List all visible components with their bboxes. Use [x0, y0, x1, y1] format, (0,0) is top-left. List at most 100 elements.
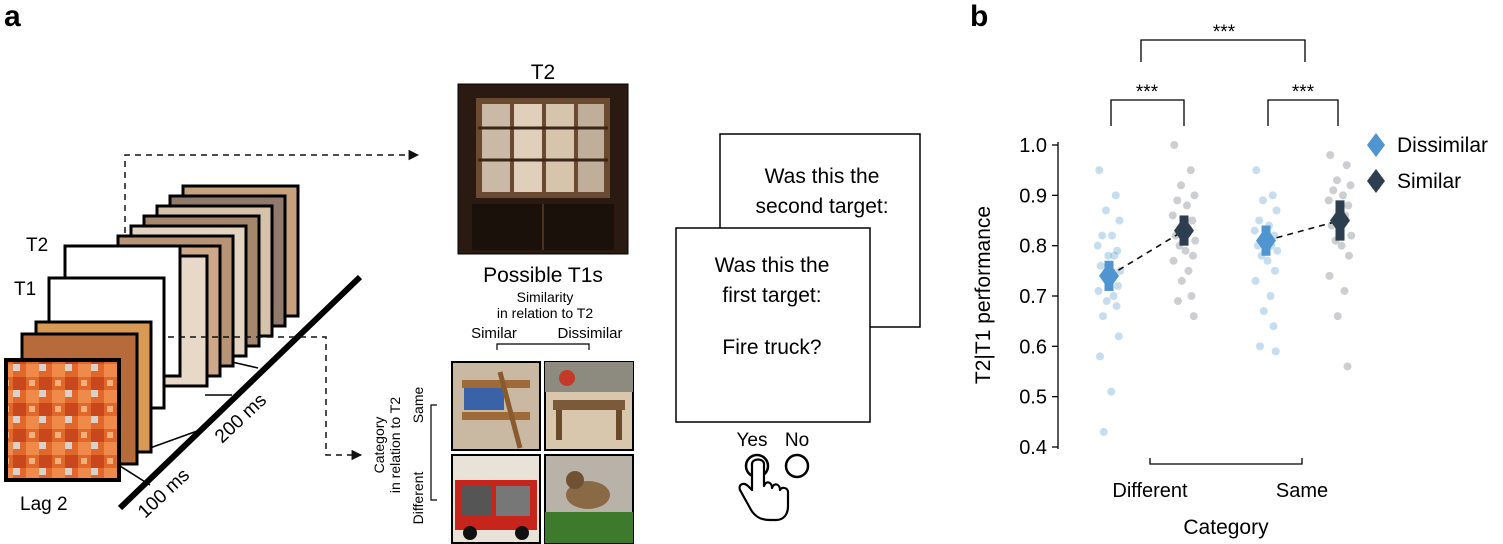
- arrow-to-t2: [124, 149, 420, 233]
- panel-a-label: a: [4, 0, 21, 33]
- data-point: [1114, 281, 1122, 290]
- significance-bracket-outer: [1140, 39, 1306, 62]
- mean-diamond-marker: [1330, 206, 1350, 235]
- data-point: [1109, 292, 1118, 300]
- t1-frame-label: T1: [14, 279, 36, 300]
- data-point: [1333, 176, 1341, 185]
- data-point: [1340, 286, 1349, 295]
- chart: 0.40.50.60.70.80.91.0 T2|T1 performance …: [972, 22, 1488, 539]
- no-label: No: [785, 430, 809, 451]
- data-point: [1266, 292, 1275, 300]
- data-point: [1094, 286, 1103, 295]
- data-point: [1256, 342, 1264, 351]
- x-axis-label: Category: [1183, 516, 1269, 539]
- data-point: [1342, 161, 1351, 170]
- data-point: [1093, 241, 1102, 250]
- mean-connector-line: [1108, 229, 1185, 277]
- x-tick-same: Same: [1276, 480, 1328, 502]
- data-point: [1273, 246, 1282, 255]
- panel-b-label: b: [970, 0, 988, 33]
- data-point: [1112, 302, 1121, 311]
- data-point: [1099, 427, 1108, 436]
- data-point: [1324, 196, 1333, 205]
- row-different-label: Different: [410, 472, 426, 525]
- significance-stars-different: ***: [1136, 82, 1159, 103]
- data-point: [1263, 256, 1272, 265]
- t1-image-coffee-table: [544, 361, 634, 451]
- data-point: [1104, 251, 1113, 260]
- data-point: [1177, 276, 1186, 285]
- data-point: [1099, 312, 1107, 321]
- data-point: [1114, 332, 1123, 341]
- y-tick-label: 0.6: [1019, 336, 1047, 358]
- data-point: [1188, 216, 1197, 225]
- data-point: [1102, 206, 1110, 215]
- data-point: [1107, 387, 1116, 396]
- data-point: [1113, 246, 1122, 255]
- data-point: [1337, 241, 1346, 250]
- x-tick-different: Different: [1112, 480, 1188, 502]
- data-point: [1177, 181, 1185, 190]
- data-point: [1108, 231, 1116, 240]
- data-point: [1271, 266, 1279, 275]
- t2-frame-label: T2: [26, 235, 48, 256]
- data-point: [1096, 261, 1105, 270]
- y-tick-label: 0.9: [1019, 185, 1047, 207]
- data-point: [1346, 181, 1355, 190]
- data-point: [1110, 251, 1119, 260]
- data-point: [1116, 266, 1125, 275]
- lag-label: Lag 2: [20, 494, 68, 515]
- y-tick-label: 0.4: [1019, 437, 1047, 459]
- col-dissimilar-label: Dissimilar: [558, 325, 623, 342]
- data-point: [1173, 196, 1182, 205]
- data-point: [1189, 312, 1198, 321]
- similarity-header: Similarity: [517, 289, 574, 305]
- data-point: [1115, 216, 1124, 225]
- data-point: [1325, 271, 1334, 280]
- data-point: [1190, 191, 1199, 200]
- data-point: [1191, 236, 1200, 245]
- data-point: [1347, 231, 1356, 240]
- mean-diamond-marker: [1256, 226, 1276, 255]
- t1-image-fire-truck: [451, 454, 541, 544]
- col-similar-label: Similar: [471, 325, 517, 342]
- data-point: [1252, 166, 1261, 175]
- significance-bracket-same: [1267, 99, 1339, 126]
- data-point: [1272, 206, 1281, 215]
- first-target-question-line2: first target:: [722, 284, 821, 307]
- data-point: [1255, 216, 1264, 225]
- t1-image-dog: [544, 454, 634, 544]
- data-point: [1343, 362, 1352, 371]
- data-point: [1269, 322, 1278, 331]
- data-point: [1268, 191, 1277, 200]
- legend-label-similar: Similar: [1397, 170, 1461, 193]
- mean-diamond-marker: [1099, 261, 1119, 290]
- t2-image-hutch: [457, 83, 629, 255]
- data-point: [1170, 141, 1179, 149]
- legend-marker-dissimilar: [1367, 133, 1385, 157]
- data-point: [1339, 191, 1347, 200]
- data-point: [1184, 266, 1193, 275]
- possible-t1s-title: Possible T1s: [483, 264, 603, 287]
- data-point: [1186, 166, 1195, 175]
- t2-image-title: T2: [531, 61, 556, 84]
- second-target-question-line1: Was this the: [765, 165, 880, 188]
- data-point: [1181, 246, 1190, 255]
- first-target-question-line1: Was this the: [715, 254, 830, 277]
- y-axis-label: T2|T1 performance: [972, 206, 995, 384]
- arrow-to-t1-grid: [168, 336, 363, 461]
- category-header-sub: in relation to T2: [387, 397, 403, 493]
- mean-diamond-marker: [1174, 216, 1194, 245]
- y-tick-label: 1.0: [1019, 135, 1047, 157]
- data-point: [1326, 151, 1335, 160]
- data-point: [1345, 251, 1353, 260]
- t1-image-bunk-bed: [451, 361, 541, 451]
- significance-bracket-different: [1110, 99, 1185, 126]
- x-axis-bracket: [1149, 458, 1303, 465]
- data-point: [1344, 201, 1353, 210]
- data-point: [1183, 201, 1191, 210]
- category-header: Category: [371, 417, 387, 474]
- first-target-question-box: [675, 227, 871, 423]
- y-tick-label: 0.8: [1019, 236, 1047, 258]
- no-button[interactable]: [784, 453, 810, 479]
